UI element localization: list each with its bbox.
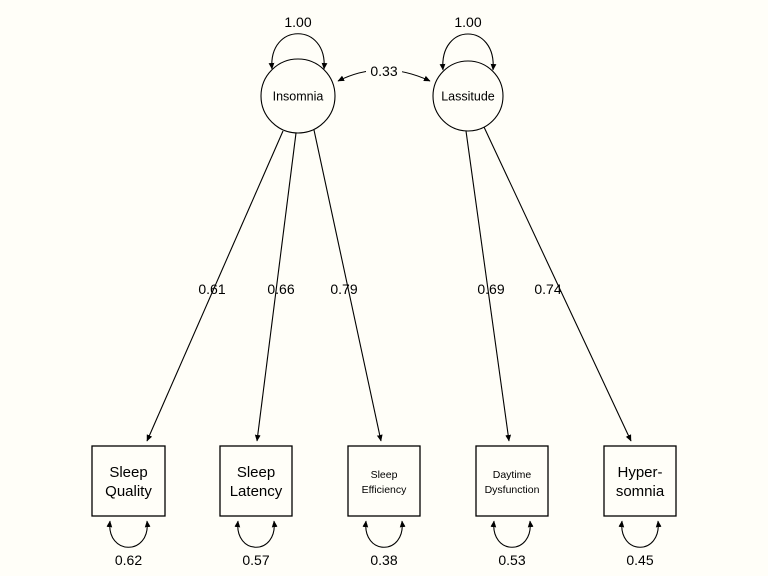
- loading-edge-insomnia-sleep-quality: 0.61: [146, 130, 284, 442]
- variance-loop-lassitude: 1.00: [439, 14, 497, 71]
- variance-label-lassitude: 1.00: [454, 14, 481, 30]
- loading-label-lassitude-daytime-dysfunction: 0.69: [477, 281, 504, 297]
- residual-loop-hypersomnia: 0.45: [618, 520, 662, 568]
- observed-label-hypersomnia-line1: Hyper-: [617, 464, 662, 481]
- variance-label-insomnia: 1.00: [284, 14, 311, 30]
- loading-edge-lassitude-daytime-dysfunction: 0.69: [465, 130, 512, 442]
- observed-label-daytime-dysfunction-line1: Daytime: [493, 469, 532, 481]
- latent-node-insomnia[interactable]: Insomnia: [260, 58, 336, 134]
- residual-label-daytime-dysfunction: 0.53: [498, 552, 525, 568]
- loading-label-insomnia-sleep-latency: 0.66: [267, 281, 294, 297]
- residual-label-sleep-latency: 0.57: [242, 552, 269, 568]
- latent-label-lassitude: Lassitude: [441, 89, 495, 103]
- observed-node-sleep-quality[interactable]: Sleep Quality: [91, 445, 166, 517]
- loading-label-insomnia-sleep-quality: 0.61: [198, 281, 225, 297]
- variance-loop-insomnia: 1.00: [268, 14, 328, 70]
- residual-loop-sleep-efficiency: 0.38: [362, 520, 406, 568]
- loading-edge-insomnia-sleep-efficiency: 0.79: [313, 129, 383, 442]
- observed-node-sleep-efficiency[interactable]: Sleep Efficiency: [347, 445, 421, 517]
- loading-edge-insomnia-sleep-latency: 0.66: [254, 132, 297, 442]
- observed-label-sleep-quality-line2: Quality: [105, 483, 152, 500]
- covariance-edge-insomnia-lassitude: 0.33: [337, 62, 431, 82]
- residual-label-sleep-efficiency: 0.38: [370, 552, 397, 568]
- observed-label-hypersomnia-line2: somnia: [616, 483, 665, 500]
- observed-label-sleep-latency-line1: Sleep: [237, 464, 275, 481]
- latent-node-lassitude[interactable]: Lassitude: [432, 60, 504, 132]
- observed-label-sleep-efficiency-line2: Efficiency: [362, 484, 407, 496]
- observed-label-sleep-latency-line2: Latency: [230, 483, 283, 500]
- observed-label-daytime-dysfunction-line2: Dysfunction: [485, 484, 540, 496]
- residual-label-hypersomnia: 0.45: [626, 552, 653, 568]
- residual-label-sleep-quality: 0.62: [115, 552, 142, 568]
- observed-node-hypersomnia[interactable]: Hyper- somnia: [603, 445, 677, 517]
- loading-label-insomnia-sleep-efficiency: 0.79: [330, 281, 357, 297]
- observed-label-sleep-quality-line1: Sleep: [109, 464, 147, 481]
- residual-loop-daytime-dysfunction: 0.53: [490, 520, 534, 568]
- observed-node-daytime-dysfunction[interactable]: Daytime Dysfunction: [475, 445, 549, 517]
- observed-node-sleep-latency[interactable]: Sleep Latency: [219, 445, 293, 517]
- latent-label-insomnia: Insomnia: [273, 89, 324, 103]
- residual-loop-sleep-quality: 0.62: [106, 520, 151, 568]
- loading-edge-lassitude-hypersomnia: 0.74: [483, 126, 632, 442]
- observed-label-sleep-efficiency-line1: Sleep: [371, 469, 398, 481]
- residual-loop-sleep-latency: 0.57: [234, 520, 278, 568]
- loading-label-lassitude-hypersomnia: 0.74: [534, 281, 561, 297]
- covariance-label: 0.33: [370, 63, 397, 79]
